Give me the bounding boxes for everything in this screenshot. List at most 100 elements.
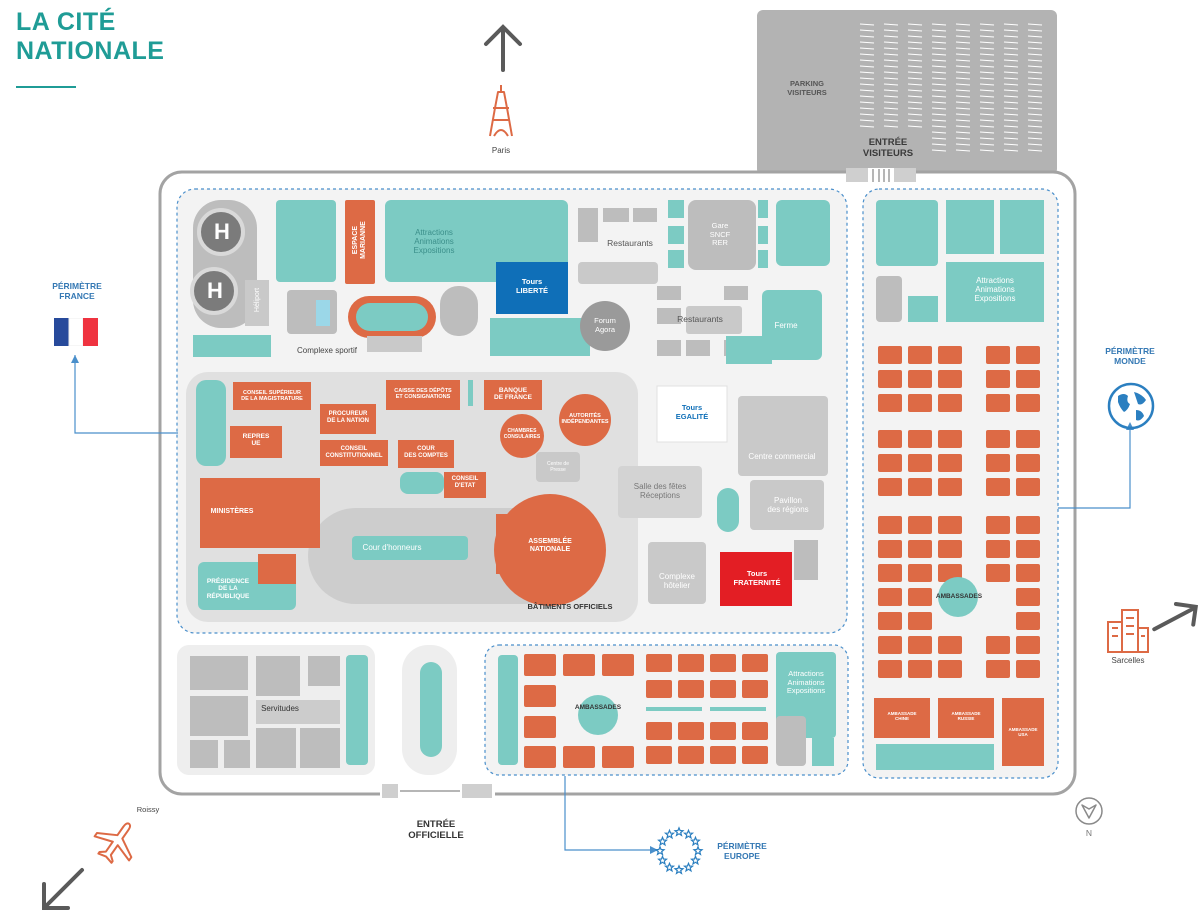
ambassade-monde xyxy=(1016,430,1040,448)
ambassade-monde xyxy=(908,454,932,472)
ambassades-europe-label: AMBASSADES xyxy=(574,704,622,711)
ambassade-monde xyxy=(1016,516,1040,534)
arrow-down-left-icon xyxy=(42,868,84,910)
presidence-block xyxy=(258,554,296,584)
pool xyxy=(316,300,330,326)
eu-star xyxy=(657,835,668,847)
ambassades-monde-circle xyxy=(938,577,978,617)
ambassade-monde xyxy=(908,636,932,654)
hotel-block xyxy=(648,542,706,604)
ambassade-europe xyxy=(563,654,595,676)
eu-star xyxy=(682,861,695,873)
ambassade-europe xyxy=(646,680,672,698)
stadium-stand xyxy=(367,336,422,352)
ambassade-monde xyxy=(878,394,902,412)
green-sport xyxy=(276,200,336,282)
globe-icon xyxy=(1107,382,1155,430)
north-compass-icon xyxy=(1075,797,1103,825)
assemblee-block xyxy=(494,494,606,606)
ambassade-monde xyxy=(878,540,902,558)
connector-france xyxy=(74,355,178,434)
heliport-label: Héliport xyxy=(253,287,261,313)
ambassade-monde xyxy=(986,346,1010,364)
centre-commercial-block xyxy=(738,396,828,476)
ambassade-monde xyxy=(1016,588,1040,606)
tours-liberte-block xyxy=(496,262,568,314)
heliport-building xyxy=(245,280,269,326)
ambassade-monde xyxy=(986,370,1010,388)
procureur-block xyxy=(320,404,376,434)
batiments-officiels-label: BÂTIMENTS OFFICIELS xyxy=(527,602,613,611)
ambassade-europe xyxy=(742,680,768,698)
ambassade-monde xyxy=(908,394,932,412)
autorites-block xyxy=(559,394,611,446)
ambassade-usa-block xyxy=(1002,698,1044,766)
ambassade-monde xyxy=(1016,540,1040,558)
north-label: N xyxy=(1085,828,1093,838)
ambassades-monde-label: AMBASSADES xyxy=(935,593,983,600)
centre-commercial-label: Centre commercial xyxy=(748,452,816,461)
ambassade-monde xyxy=(938,430,962,448)
stadium-field xyxy=(356,303,428,331)
cour-honneurs-label: Cour d'honneurs xyxy=(362,543,422,552)
ambassade-europe xyxy=(563,746,595,768)
gate-officielle-left xyxy=(382,784,398,798)
ambassade-europe xyxy=(742,722,768,740)
ambassade-grid-europe xyxy=(524,654,768,768)
parking-stripes xyxy=(859,23,1043,152)
ambassade-monde xyxy=(908,564,932,582)
ambassade-monde xyxy=(1016,478,1040,496)
eu-star xyxy=(663,828,676,840)
ambassade-monde xyxy=(938,370,962,388)
ambassade-monde xyxy=(986,430,1010,448)
eu-star xyxy=(692,845,704,856)
gare-building xyxy=(688,200,756,270)
ambassade-monde xyxy=(1016,660,1040,678)
banque-block xyxy=(484,380,542,410)
ambassade-europe xyxy=(742,654,768,672)
ambassade-monde xyxy=(938,478,962,496)
helipad-1 xyxy=(197,208,245,256)
green-strip xyxy=(420,662,442,757)
ambassade-monde xyxy=(908,660,932,678)
cour-comptes-block xyxy=(398,440,454,468)
ambassade-europe xyxy=(524,685,556,707)
ambassade-monde xyxy=(878,564,902,582)
restaurants-label-1: Restaurants xyxy=(607,238,653,248)
ambassade-monde xyxy=(878,370,902,388)
ambassade-monde xyxy=(938,516,962,534)
connector-europe xyxy=(564,776,650,851)
ambassade-monde xyxy=(878,478,902,496)
tours-egalite-block xyxy=(656,385,728,443)
ambassade-monde xyxy=(1016,636,1040,654)
ministeres-block xyxy=(200,478,320,548)
ambassade-monde xyxy=(878,612,902,630)
eu-star xyxy=(682,828,695,840)
ambassade-monde xyxy=(878,454,902,472)
ambassade-monde xyxy=(878,430,902,448)
arrow-up-icon xyxy=(484,24,522,72)
ambassade-monde xyxy=(1016,612,1040,630)
ambassade-europe xyxy=(524,746,556,768)
presse-block xyxy=(536,452,580,482)
ambassade-monde xyxy=(986,394,1010,412)
ambassade-europe xyxy=(710,654,736,672)
sport-annex xyxy=(440,286,478,336)
roissy-label: Roissy xyxy=(136,805,160,814)
green-heliport xyxy=(193,335,271,357)
